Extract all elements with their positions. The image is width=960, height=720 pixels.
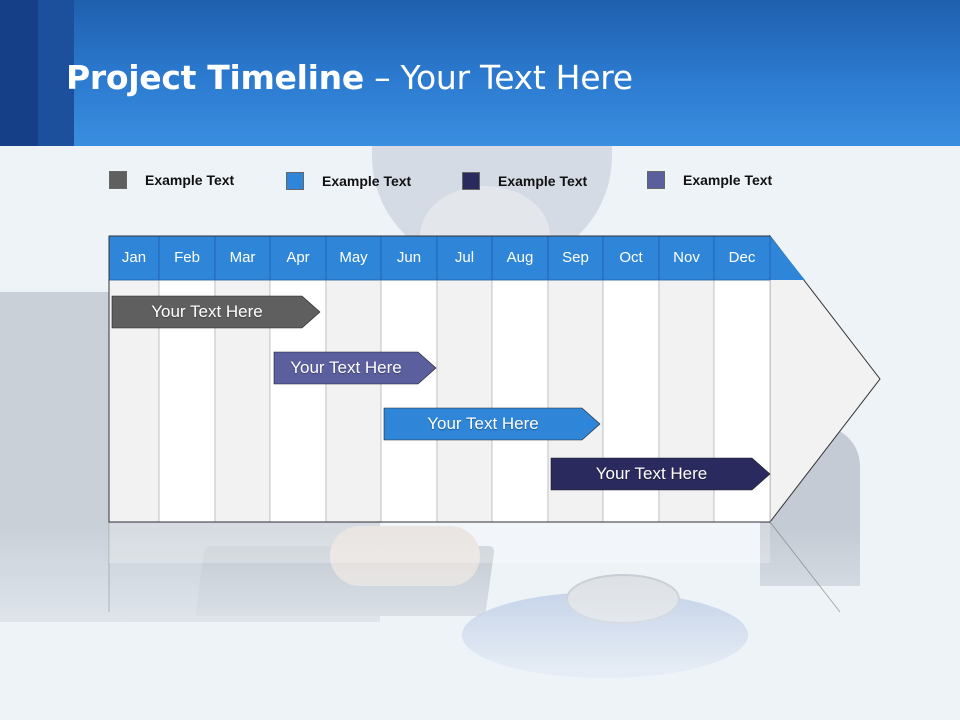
legend-swatch bbox=[286, 172, 304, 190]
photo-fade bbox=[0, 526, 960, 720]
title-bar: Project Timeline – Your Text Here bbox=[0, 0, 960, 146]
month-header-cell bbox=[214, 235, 271, 281]
month-header-cell bbox=[380, 235, 438, 281]
legend-label: Example Text bbox=[322, 173, 412, 189]
task-bar bbox=[273, 351, 437, 385]
frame-reflection bbox=[109, 523, 770, 563]
month-label: Dec bbox=[728, 249, 756, 266]
arrow-reflection bbox=[769, 521, 841, 613]
month-column bbox=[491, 279, 549, 523]
month-header-cell bbox=[158, 235, 216, 281]
legend-label: Example Text bbox=[683, 172, 773, 188]
month-header-cell bbox=[491, 235, 549, 281]
task-bar-label: Your Text Here bbox=[290, 358, 402, 377]
month-label: Sep bbox=[562, 249, 589, 266]
arrow-head-band bbox=[770, 236, 805, 280]
month-header-cell bbox=[713, 235, 771, 281]
month-header-cell bbox=[547, 235, 604, 281]
header-stripe bbox=[38, 0, 74, 146]
month-column bbox=[436, 279, 493, 523]
task-bar-label: Your Text Here bbox=[427, 414, 539, 433]
month-label: Apr bbox=[286, 249, 310, 266]
month-label: May bbox=[339, 249, 368, 266]
task-bar-label: Your Text Here bbox=[595, 464, 708, 483]
month-label: Jan bbox=[121, 249, 147, 266]
legend-label: Example Text bbox=[145, 172, 235, 188]
title-subtitle: – Your Text Here bbox=[363, 58, 633, 97]
month-label: Nov bbox=[673, 249, 700, 266]
header-stripe bbox=[0, 0, 38, 146]
page-title: Project Timeline – Your Text Here bbox=[66, 58, 633, 97]
month-column bbox=[325, 279, 382, 523]
month-label: Aug bbox=[506, 249, 534, 266]
task-bar bbox=[550, 457, 771, 491]
month-column bbox=[380, 279, 438, 523]
legend-label: Example Text bbox=[498, 173, 588, 189]
month-label: Jul bbox=[454, 249, 475, 266]
title-bold: Project Timeline bbox=[66, 58, 364, 97]
legend-swatch bbox=[647, 171, 665, 189]
task-bar bbox=[383, 407, 601, 441]
legend-swatch bbox=[109, 171, 127, 189]
month-label: Oct bbox=[619, 249, 643, 266]
month-label: Jun bbox=[396, 249, 422, 266]
month-label: Feb bbox=[174, 249, 200, 266]
month-header-cell bbox=[269, 235, 327, 281]
timeline-frame bbox=[108, 235, 770, 523]
task-bar bbox=[111, 295, 321, 329]
month-label: Mar bbox=[229, 249, 256, 266]
task-bar-label: Your Text Here bbox=[151, 302, 263, 321]
legend-swatch bbox=[462, 172, 480, 190]
